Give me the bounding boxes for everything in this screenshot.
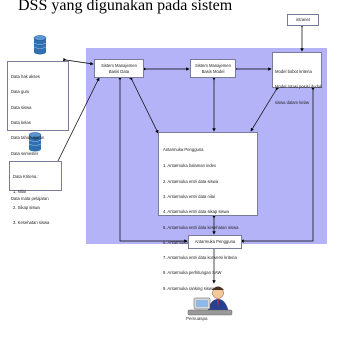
antarmuka-item: 4. Antarmuka entri data sikap siswa <box>163 209 229 215</box>
antarmuka-item: 8. Antarmuka perhitungan SAW <box>163 270 222 276</box>
kriteria-item: Data Kriteria : <box>13 174 39 180</box>
smbm-box: Sistem Manajemen Basis Model <box>190 59 236 78</box>
antarmuka-item: 2. Antarmuka entri data siswa <box>163 178 218 184</box>
database-list-item: Data mata pelajaran <box>11 196 49 202</box>
antarmuka-item: 1. Antarmuka halaman index <box>163 163 217 169</box>
model-box: Model bobot kriteria Model rotasi posisi… <box>272 52 323 105</box>
antarmuka-box: Antarmuka Pengguna 1. Antarmuka halaman … <box>158 132 258 291</box>
model-item: Model bobot kriteria <box>275 69 312 75</box>
database-list-item: Data kelas <box>11 120 31 126</box>
database-list-item: Data siswa <box>11 104 32 110</box>
database-list-item: Data tahun ajaran <box>11 135 45 141</box>
heading-text: DSS yang digunakan pada sistem <box>18 0 233 14</box>
kriteria-item: 3. Kesehatan siswa <box>13 220 50 226</box>
antarmuka-item: 3. Antarmuka entri data nilai <box>163 194 215 200</box>
smbd-box: Sistem Manajemen Basis Data <box>94 59 144 78</box>
user-computer-icon <box>187 286 233 316</box>
database-icon <box>33 35 47 55</box>
model-item: siswa dalam kelas <box>275 99 309 105</box>
antarmuka-bottom-box: Antarmuka Pengguna <box>188 235 242 249</box>
database-list-item: Data semester <box>11 150 39 156</box>
database-list-item: Data guru <box>11 89 30 95</box>
kriteria-item: 2. Sikap siswa <box>13 204 40 210</box>
database-list-box: Data hak akses Data guru Data siswa Data… <box>7 61 69 201</box>
kriteria-box: Data Kriteria : 1. Nilai 2. Sikap siswa … <box>9 161 62 225</box>
database-list-item: Data hak akses <box>11 74 40 80</box>
antarmuka-item: 9. Antarmuka ranking siswa <box>163 285 215 291</box>
database-icon <box>28 132 42 152</box>
intranet-box: intranet <box>287 14 319 26</box>
model-item: Model rotasi posisi duduk <box>275 84 323 90</box>
antarmuka-item: 5. Antarmuka entri data kesehatan siswa <box>163 224 239 230</box>
antarmuka-item: 7. Antarmuka entri data konversi kriteri… <box>163 255 237 261</box>
user-caption: Pemuaspa <box>186 316 208 321</box>
antarmuka-title: Antarmuka Pengguna <box>163 147 204 153</box>
kriteria-item: 1. Nilai <box>13 189 26 195</box>
